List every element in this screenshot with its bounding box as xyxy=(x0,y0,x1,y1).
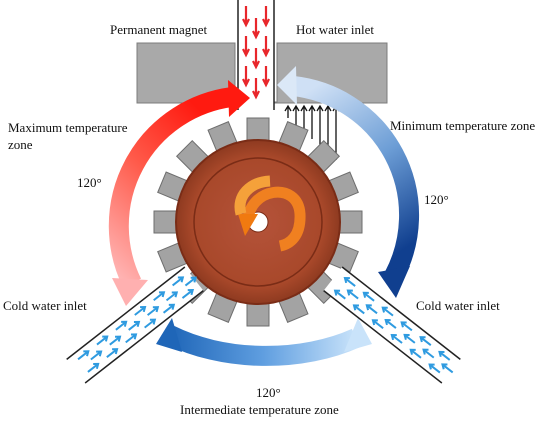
label-permanent-magnet: Permanent magnet xyxy=(110,22,207,37)
cold-flow-arrow xyxy=(146,306,160,316)
cold-water-channel-right xyxy=(323,266,461,384)
hot-flow-arrow xyxy=(262,6,270,28)
hot-flow-arrow xyxy=(262,66,270,88)
max-temperature-arc-arrow xyxy=(108,80,250,306)
label-maximum-temperature-zone-cont: zone xyxy=(8,137,33,152)
hot-flow-arrow xyxy=(242,6,250,28)
cold-flow-arrow xyxy=(109,335,122,346)
hot-flow-arrow xyxy=(262,36,270,58)
cold-flow-arrow xyxy=(346,289,359,300)
cold-flow-arrow xyxy=(77,350,90,361)
rotor-inner-ring xyxy=(193,157,323,287)
cold-flow-arrow xyxy=(422,348,435,359)
label-cold-water-inlet-left: Cold water inlet xyxy=(3,298,87,313)
rotor-wheel xyxy=(153,117,363,327)
hot-water-channel xyxy=(237,0,275,110)
cold-flow-arrow xyxy=(153,291,166,302)
cold-flow-arrow xyxy=(409,348,422,359)
cold-flow-arrow xyxy=(90,350,103,361)
cold-flow-arrow xyxy=(106,348,119,358)
label-angle-bottom: 120° xyxy=(256,385,281,400)
hot-flow-arrow xyxy=(242,36,250,58)
cold-flow-arrow xyxy=(384,319,397,329)
cold-flow-arrow xyxy=(428,363,441,374)
heat-arrow xyxy=(300,104,308,132)
cold-flow-arrow xyxy=(87,362,100,373)
cold-flow-arrow xyxy=(172,276,185,287)
cold-flow-arrow xyxy=(371,319,384,330)
cold-flow-arrow xyxy=(400,321,413,332)
cold-flow-arrow xyxy=(352,304,365,315)
cold-flow-arrow xyxy=(438,350,451,361)
cold-flow-arrow xyxy=(125,333,138,344)
cold-flow-arrow xyxy=(181,289,195,299)
cold-flow-arrow xyxy=(343,277,356,287)
cold-flow-arrow xyxy=(362,291,375,302)
cold-flow-arrow xyxy=(96,335,109,346)
hot-water-flow-arrows xyxy=(242,6,270,100)
cold-flow-arrow xyxy=(390,333,403,344)
cold-flow-arrow xyxy=(419,336,432,346)
cold-flow-arrow xyxy=(333,289,346,300)
cold-water-channel-left xyxy=(66,266,204,384)
hot-flow-arrow xyxy=(252,18,260,40)
heat-arrow xyxy=(292,104,300,125)
cold-flow-arrow xyxy=(184,276,197,287)
rotation-arrow-icon xyxy=(234,175,306,252)
label-cold-water-inlet-right: Cold water inlet xyxy=(416,298,500,313)
label-minimum-temperature-zone: Minimum temperature zone xyxy=(390,118,535,133)
cold-flow-arrow xyxy=(165,291,179,302)
label-hot-water-inlet: Hot water inlet xyxy=(296,22,374,37)
cold-flow-arrow xyxy=(128,320,141,331)
cold-flow-arrow xyxy=(381,306,394,317)
hot-flow-arrow xyxy=(242,66,250,88)
cold-flow-arrow xyxy=(144,318,157,329)
hot-flow-arrow xyxy=(252,78,260,100)
label-angle-left: 120° xyxy=(77,175,102,190)
cold-flow-arrow xyxy=(365,304,378,315)
label-intermediate-temperature-zone: Intermediate temperature zone xyxy=(180,402,339,417)
min-temperature-arc-arrow xyxy=(277,66,420,298)
heat-arrow xyxy=(316,104,324,146)
heat-arrow xyxy=(308,104,316,139)
cold-flow-arrow xyxy=(441,363,454,374)
label-maximum-temperature-zone: Maximum temperature xyxy=(8,120,128,135)
intermediate-temperature-arc-arrow xyxy=(156,318,372,366)
cold-flow-arrow xyxy=(403,333,416,344)
label-angle-right: 120° xyxy=(424,192,449,207)
heat-arrow xyxy=(284,104,292,118)
hot-flow-arrow xyxy=(252,48,260,70)
cold-flow-arrow xyxy=(134,305,147,316)
cold-flow-arrow xyxy=(115,320,128,331)
cold-flow-arrow xyxy=(162,303,176,314)
